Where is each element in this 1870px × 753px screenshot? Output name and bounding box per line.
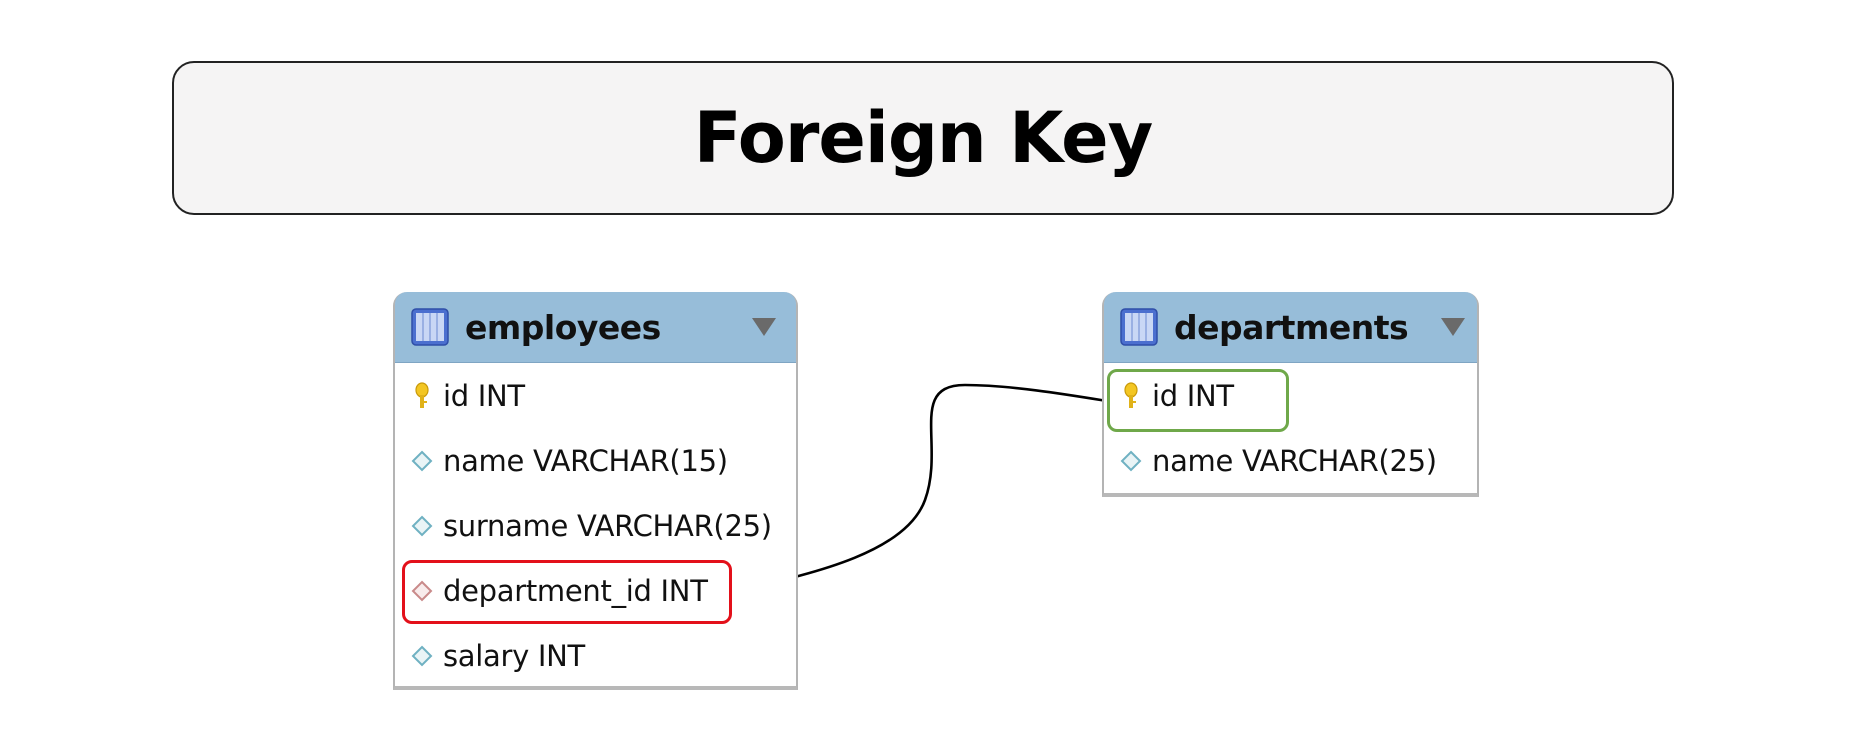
column-row[interactable]: surname VARCHAR(25) xyxy=(395,493,796,558)
column-label: salary INT xyxy=(443,638,585,673)
dropdown-arrow-icon[interactable] xyxy=(750,316,778,338)
column-row[interactable]: id INT xyxy=(1104,363,1477,428)
primary-key-icon xyxy=(1124,381,1138,408)
column-diamond-icon xyxy=(411,645,433,666)
employees-table-header[interactable]: employees xyxy=(395,292,796,363)
column-label: name VARCHAR(25) xyxy=(1152,443,1437,478)
column-diamond-icon xyxy=(1120,450,1142,471)
column-label: id INT xyxy=(1152,378,1234,413)
employees-table[interactable]: employees id INT name VARCHAR(15) surnam… xyxy=(393,292,798,690)
column-row[interactable]: department_id INT xyxy=(395,558,796,623)
column-row[interactable]: salary INT xyxy=(395,623,796,688)
column-label: id INT xyxy=(443,378,525,413)
column-label: name VARCHAR(15) xyxy=(443,443,728,478)
column-label: department_id INT xyxy=(443,573,708,608)
departments-table-header[interactable]: departments xyxy=(1104,292,1477,363)
foreign-key-diamond-icon xyxy=(411,580,433,601)
departments-table-name: departments xyxy=(1174,307,1409,347)
title-banner: Foreign Key xyxy=(172,61,1674,215)
primary-key-icon xyxy=(415,381,429,408)
column-diamond-icon xyxy=(411,450,433,471)
column-row[interactable]: name VARCHAR(25) xyxy=(1104,428,1477,493)
column-row[interactable]: name VARCHAR(15) xyxy=(395,428,796,493)
column-label: surname VARCHAR(25) xyxy=(443,508,772,543)
dropdown-arrow-icon[interactable] xyxy=(1439,316,1467,338)
employees-table-name: employees xyxy=(465,307,661,347)
column-diamond-icon xyxy=(411,515,433,536)
employees-columns: id INT name VARCHAR(15) surname VARCHAR(… xyxy=(395,363,796,688)
departments-columns: id INT name VARCHAR(25) xyxy=(1104,363,1477,493)
table-icon xyxy=(1120,308,1158,346)
column-row[interactable]: id INT xyxy=(395,363,796,428)
table-icon xyxy=(411,308,449,346)
diagram-title: Foreign Key xyxy=(693,97,1153,179)
departments-table[interactable]: departments id INT name VARCHAR(25) xyxy=(1102,292,1479,497)
